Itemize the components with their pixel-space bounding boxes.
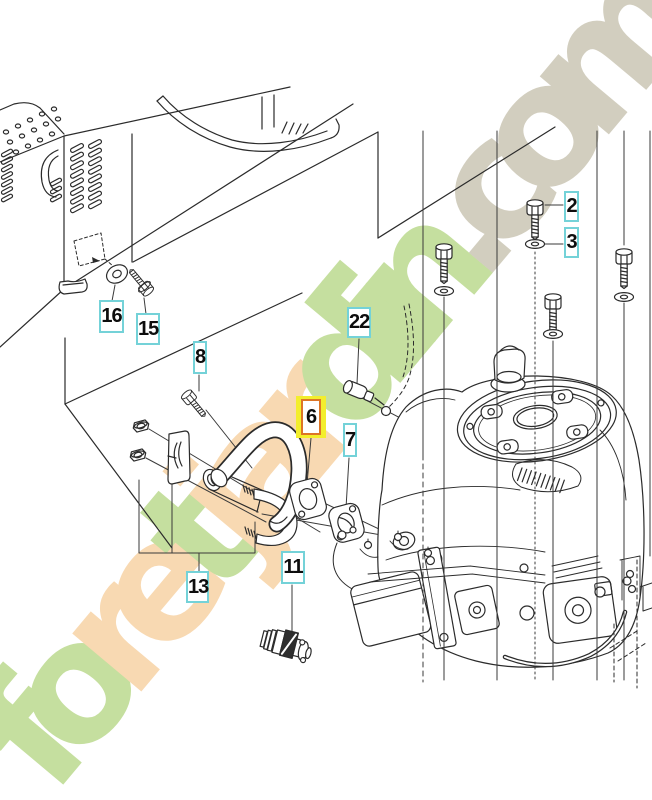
ignition-terminal-22	[342, 303, 415, 417]
blower-housing-top	[456, 379, 617, 463]
callout-label: 3	[566, 231, 577, 253]
chassis-top-holes	[2, 106, 62, 155]
stud-threads	[242, 484, 258, 499]
top-partial-part	[156, 94, 340, 152]
air-filter-box	[350, 571, 432, 647]
callout-8: 8	[193, 341, 207, 374]
callout-2: 2	[564, 191, 579, 222]
chassis-outline	[0, 86, 354, 348]
callout-7: 7	[343, 423, 357, 457]
callout-label: 2	[566, 195, 577, 217]
callout-label: 13	[188, 575, 209, 598]
callout-15: 15	[136, 313, 160, 345]
bolt-15	[124, 265, 156, 298]
background-panel	[64, 126, 556, 549]
callout-6: 6	[296, 396, 326, 438]
vent-slots	[0, 138, 103, 214]
fuel-cap	[490, 345, 526, 393]
callout-label: 6	[301, 399, 321, 435]
callout-label: 22	[349, 311, 370, 333]
callout-22: 22	[347, 307, 371, 338]
callout-label: 7	[345, 428, 356, 451]
vertical-leader-lines	[422, 130, 651, 683]
callout-13: 13	[186, 571, 209, 603]
callout-16: 16	[99, 300, 124, 333]
callout-label: 11	[283, 556, 303, 578]
callout-3: 3	[564, 227, 579, 258]
carburetor	[454, 584, 500, 636]
clamp-bracket	[167, 430, 191, 485]
callout-11: 11	[281, 551, 305, 584]
callout-label: 15	[138, 317, 159, 340]
callout-label: 8	[195, 346, 206, 368]
stud-threads	[244, 526, 257, 539]
exhaust-assembly	[128, 388, 365, 546]
valve-11	[259, 629, 312, 664]
washer-16	[105, 264, 129, 284]
dashed-details	[609, 559, 652, 689]
callout-label: 16	[101, 305, 122, 327]
gasket-6	[289, 477, 327, 521]
